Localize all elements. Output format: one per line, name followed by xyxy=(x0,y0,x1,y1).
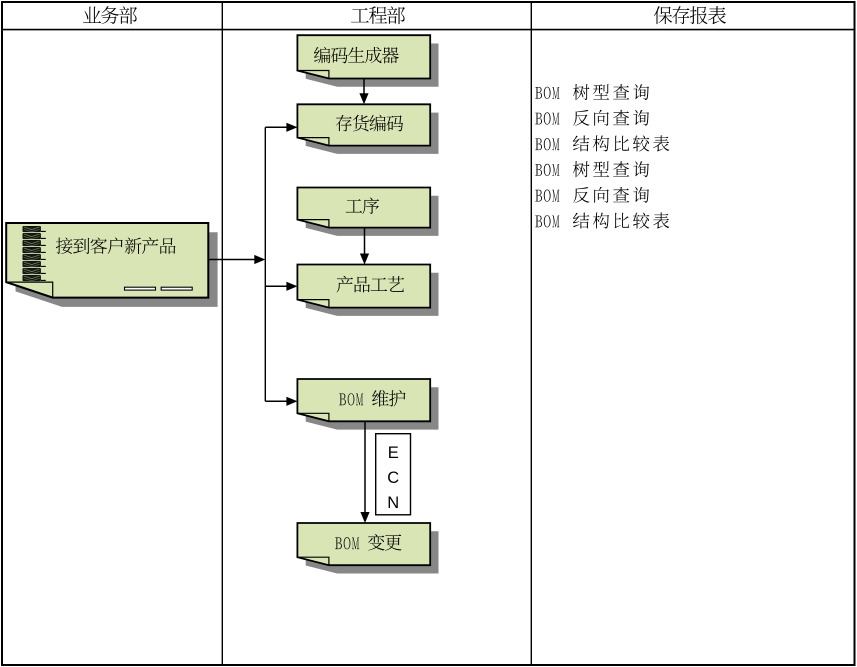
svg-text:N: N xyxy=(387,494,399,512)
svg-text:E: E xyxy=(388,444,399,462)
svg-text:C: C xyxy=(387,469,399,487)
